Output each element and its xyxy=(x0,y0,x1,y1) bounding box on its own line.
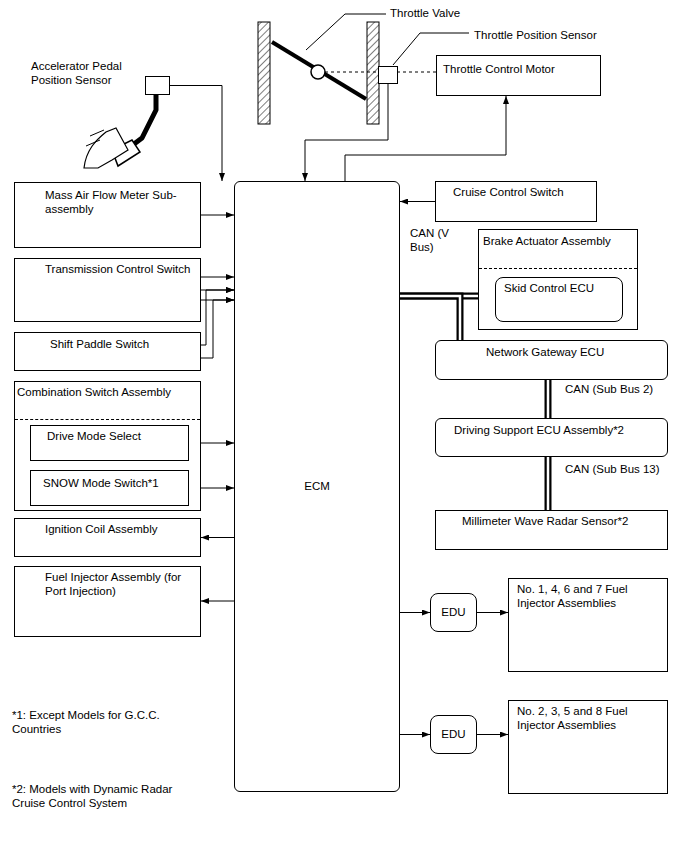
component-box: Brake Actuator AssemblySkid Control ECU xyxy=(478,229,638,330)
connector-stroke xyxy=(400,201,435,202)
box-label: ECM xyxy=(304,479,330,493)
connector-stroke xyxy=(201,215,234,216)
signal-line xyxy=(201,277,234,278)
component-box: Transmission Control Switch xyxy=(14,258,201,322)
box-label: Cruise Control Switch xyxy=(453,185,592,199)
can-bus-line xyxy=(400,296,460,340)
box-label: No. 1, 4, 6 and 7 Fuel Injector Assembli… xyxy=(517,582,663,611)
signal-line xyxy=(400,734,430,735)
connector-stroke xyxy=(201,277,234,278)
component-box: No. 2, 3, 5 and 8 Fuel Injector Assembli… xyxy=(508,700,668,794)
throttle-valve-plate xyxy=(272,42,366,99)
sensor-box: Accelerator Pedal Position Sensor xyxy=(145,76,170,95)
foot-shoe xyxy=(84,128,128,168)
throttle-body-wall xyxy=(258,22,270,124)
component-box: Shift Paddle Switch xyxy=(14,332,201,371)
box-label: Throttle Control Motor xyxy=(443,62,596,76)
box-label: Millimeter Wave Radar Sensor*2 xyxy=(462,514,663,528)
connector-stroke xyxy=(547,457,550,510)
connector-stroke xyxy=(400,734,430,735)
bus-label: CAN (Sub Bus 2) xyxy=(565,383,675,397)
signal-line xyxy=(305,84,388,181)
component-box: Mass Air Flow Meter Sub-assembly xyxy=(14,182,201,248)
connector-stroke xyxy=(477,612,508,613)
connector-stroke xyxy=(545,380,552,418)
part-label: Throttle Valve xyxy=(390,6,510,20)
signal-line xyxy=(201,537,234,538)
dashed-divider xyxy=(15,419,200,420)
signal-line xyxy=(345,96,506,181)
sensor-label: Throttle Position Sensor xyxy=(474,28,614,42)
component-box: Network Gateway ECU xyxy=(435,340,668,380)
signal-line xyxy=(201,290,234,345)
connector-stroke xyxy=(345,96,506,181)
signal-line xyxy=(201,215,234,216)
component-box: Throttle Control Motor xyxy=(436,55,601,96)
box-label: SNOW Mode Switch*1 xyxy=(43,476,184,490)
connector-stroke xyxy=(400,296,460,340)
signal-line xyxy=(400,201,435,202)
box-label: Mass Air Flow Meter Sub-assembly xyxy=(45,188,196,217)
connector-stroke xyxy=(201,290,234,345)
connector-stroke xyxy=(305,84,388,181)
component-box: EDU xyxy=(430,593,477,632)
signal-line xyxy=(201,601,234,602)
component-box: Skid Control ECU xyxy=(495,277,623,322)
bus-label: CAN (V Bus) xyxy=(410,227,456,255)
sensor-box: Throttle Position Sensor xyxy=(378,66,398,84)
connector-stroke xyxy=(477,734,508,735)
footnote: *2: Models with Dynamic Radar Cruise Con… xyxy=(12,782,192,811)
leader-line xyxy=(306,14,386,50)
component-box: Cruise Control Switch xyxy=(435,181,597,222)
component-box: EDU xyxy=(430,715,477,754)
connector-stroke xyxy=(201,601,234,602)
box-label: Transmission Control Switch xyxy=(45,262,196,276)
connector-stroke xyxy=(201,537,234,538)
connector-stroke xyxy=(400,296,460,340)
component-box: Millimeter Wave Radar Sensor*2 xyxy=(435,510,668,550)
footnote: *1: Except Models for G.C.C. Countries xyxy=(12,708,192,737)
component-box: Combination Switch AssemblyDrive Mode Se… xyxy=(14,381,201,511)
component-box: Ignition Coil Assembly xyxy=(14,518,201,557)
connector-stroke xyxy=(170,86,222,182)
can-bus-line xyxy=(548,457,549,510)
box-label: Driving Support ECU Assembly*2 xyxy=(454,423,663,437)
component-box: Fuel Injector Assembly (for Port Injecti… xyxy=(14,566,201,637)
component-box: SNOW Mode Switch*1 xyxy=(30,470,189,506)
connector-stroke xyxy=(400,612,430,613)
signal-line xyxy=(170,86,222,182)
box-label: Shift Paddle Switch xyxy=(50,337,196,351)
connector-stroke xyxy=(547,380,550,418)
dashed-divider xyxy=(479,268,637,269)
box-label: EDU xyxy=(441,727,465,741)
signal-line xyxy=(201,300,234,358)
component-box: ECM xyxy=(234,181,400,792)
box-label: EDU xyxy=(441,605,465,619)
signal-line xyxy=(477,612,508,613)
signal-line xyxy=(400,612,430,613)
box-label: No. 2, 3, 5 and 8 Fuel Injector Assembli… xyxy=(517,704,663,733)
box-label: Ignition Coil Assembly xyxy=(45,522,196,536)
box-label: Combination Switch Assembly xyxy=(17,385,196,399)
box-label: Drive Mode Select xyxy=(47,429,184,443)
sensor-label: Accelerator Pedal Position Sensor xyxy=(31,59,141,88)
component-box: Drive Mode Select xyxy=(30,425,189,461)
box-label: Fuel Injector Assembly (for Port Injecti… xyxy=(45,570,196,599)
component-box: No. 1, 4, 6 and 7 Fuel Injector Assembli… xyxy=(508,578,668,672)
connector-stroke xyxy=(545,457,552,510)
box-label: Brake Actuator Assembly xyxy=(483,234,633,248)
connector-stroke xyxy=(201,300,234,358)
can-bus-line xyxy=(548,380,549,418)
signal-line xyxy=(477,734,508,735)
throttle-shaft-pivot xyxy=(311,65,325,79)
box-label: Skid Control ECU xyxy=(504,281,618,295)
foot-shoe-detail xyxy=(86,130,104,146)
box-label: Network Gateway ECU xyxy=(486,345,663,359)
bus-label: CAN (Sub Bus 13) xyxy=(565,463,675,477)
component-box: Driving Support ECU Assembly*2 xyxy=(435,418,668,457)
